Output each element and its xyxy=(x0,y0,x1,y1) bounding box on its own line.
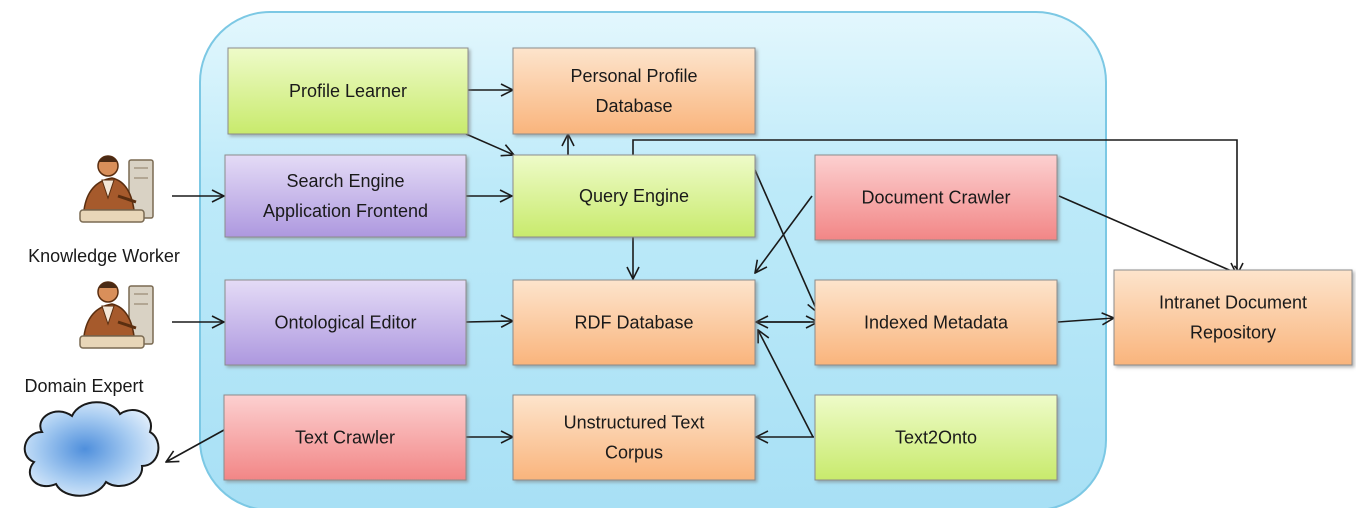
knowledge-worker-actor: Knowledge Worker xyxy=(28,155,180,266)
component-box xyxy=(512,47,756,135)
knowledge-worker-label: Knowledge Worker xyxy=(28,246,180,266)
component-label: Corpus xyxy=(605,443,663,463)
component-box xyxy=(227,47,469,135)
component-indexed-metadata: Indexed Metadata xyxy=(814,279,1058,366)
component-label: Intranet Document xyxy=(1159,293,1307,313)
component-document-crawler: Document Crawler xyxy=(814,154,1058,241)
arrow-text-crawler-to-web xyxy=(166,429,225,462)
arrow-query-engine-to-indexed-metadata xyxy=(754,169,818,313)
component-profile-learner: Profile Learner xyxy=(227,47,469,135)
component-label: RDF Database xyxy=(574,313,693,333)
web-actor xyxy=(23,401,160,497)
arrow-document-crawler-to-rdf-database xyxy=(755,195,813,273)
component-box xyxy=(224,154,467,238)
components: Profile Learner Personal ProfileDatabaseS… xyxy=(223,47,1353,481)
component-box xyxy=(224,279,467,366)
component-box xyxy=(512,279,756,366)
arrow-query-engine-to-intranet-repository xyxy=(632,139,1237,275)
system-boundary xyxy=(199,11,1107,508)
component-label: Application Frontend xyxy=(263,201,428,221)
component-label: Document Crawler xyxy=(861,188,1010,208)
component-box xyxy=(814,394,1058,481)
component-box xyxy=(814,279,1058,366)
connectors xyxy=(166,90,1243,462)
component-label: Database xyxy=(595,96,672,116)
arrow-indexed-metadata-to-intranet-repository xyxy=(1057,318,1114,322)
component-label: Text2Onto xyxy=(895,428,977,448)
component-label: Search Engine xyxy=(286,171,404,191)
component-box xyxy=(814,154,1058,241)
component-query-engine: Query Engine xyxy=(512,154,756,238)
component-box xyxy=(512,154,756,238)
component-rdf-database: RDF Database xyxy=(512,279,756,366)
component-label: Unstructured Text xyxy=(564,413,705,433)
component-label: Personal Profile xyxy=(570,66,697,86)
component-label: Repository xyxy=(1190,323,1276,343)
person-at-computer-icon xyxy=(79,281,154,349)
component-box xyxy=(1113,269,1353,366)
component-label: Ontological Editor xyxy=(274,313,416,333)
component-label: Indexed Metadata xyxy=(864,313,1009,333)
component-label: Query Engine xyxy=(579,186,689,206)
component-label: Text Crawler xyxy=(295,428,395,448)
arrow-text2onto-to-rdf-database xyxy=(758,330,814,438)
component-ontological-editor: Ontological Editor xyxy=(224,279,467,366)
component-text-crawler: Text Crawler xyxy=(223,394,467,481)
arrow-profile-learner-to-query-engine xyxy=(465,133,514,155)
person-at-computer-icon xyxy=(79,155,154,223)
cloud-icon xyxy=(23,401,160,497)
component-box xyxy=(223,394,467,481)
arrow-document-crawler-to-intranet-repository xyxy=(1058,195,1243,276)
component-label: Profile Learner xyxy=(289,81,407,101)
component-text2onto: Text2Onto xyxy=(814,394,1058,481)
arrow-ontological-editor-to-rdf-database xyxy=(465,321,513,322)
component-box xyxy=(512,394,756,481)
domain-expert-actor: Domain Expert xyxy=(24,281,154,396)
domain-expert-label: Domain Expert xyxy=(24,376,143,396)
